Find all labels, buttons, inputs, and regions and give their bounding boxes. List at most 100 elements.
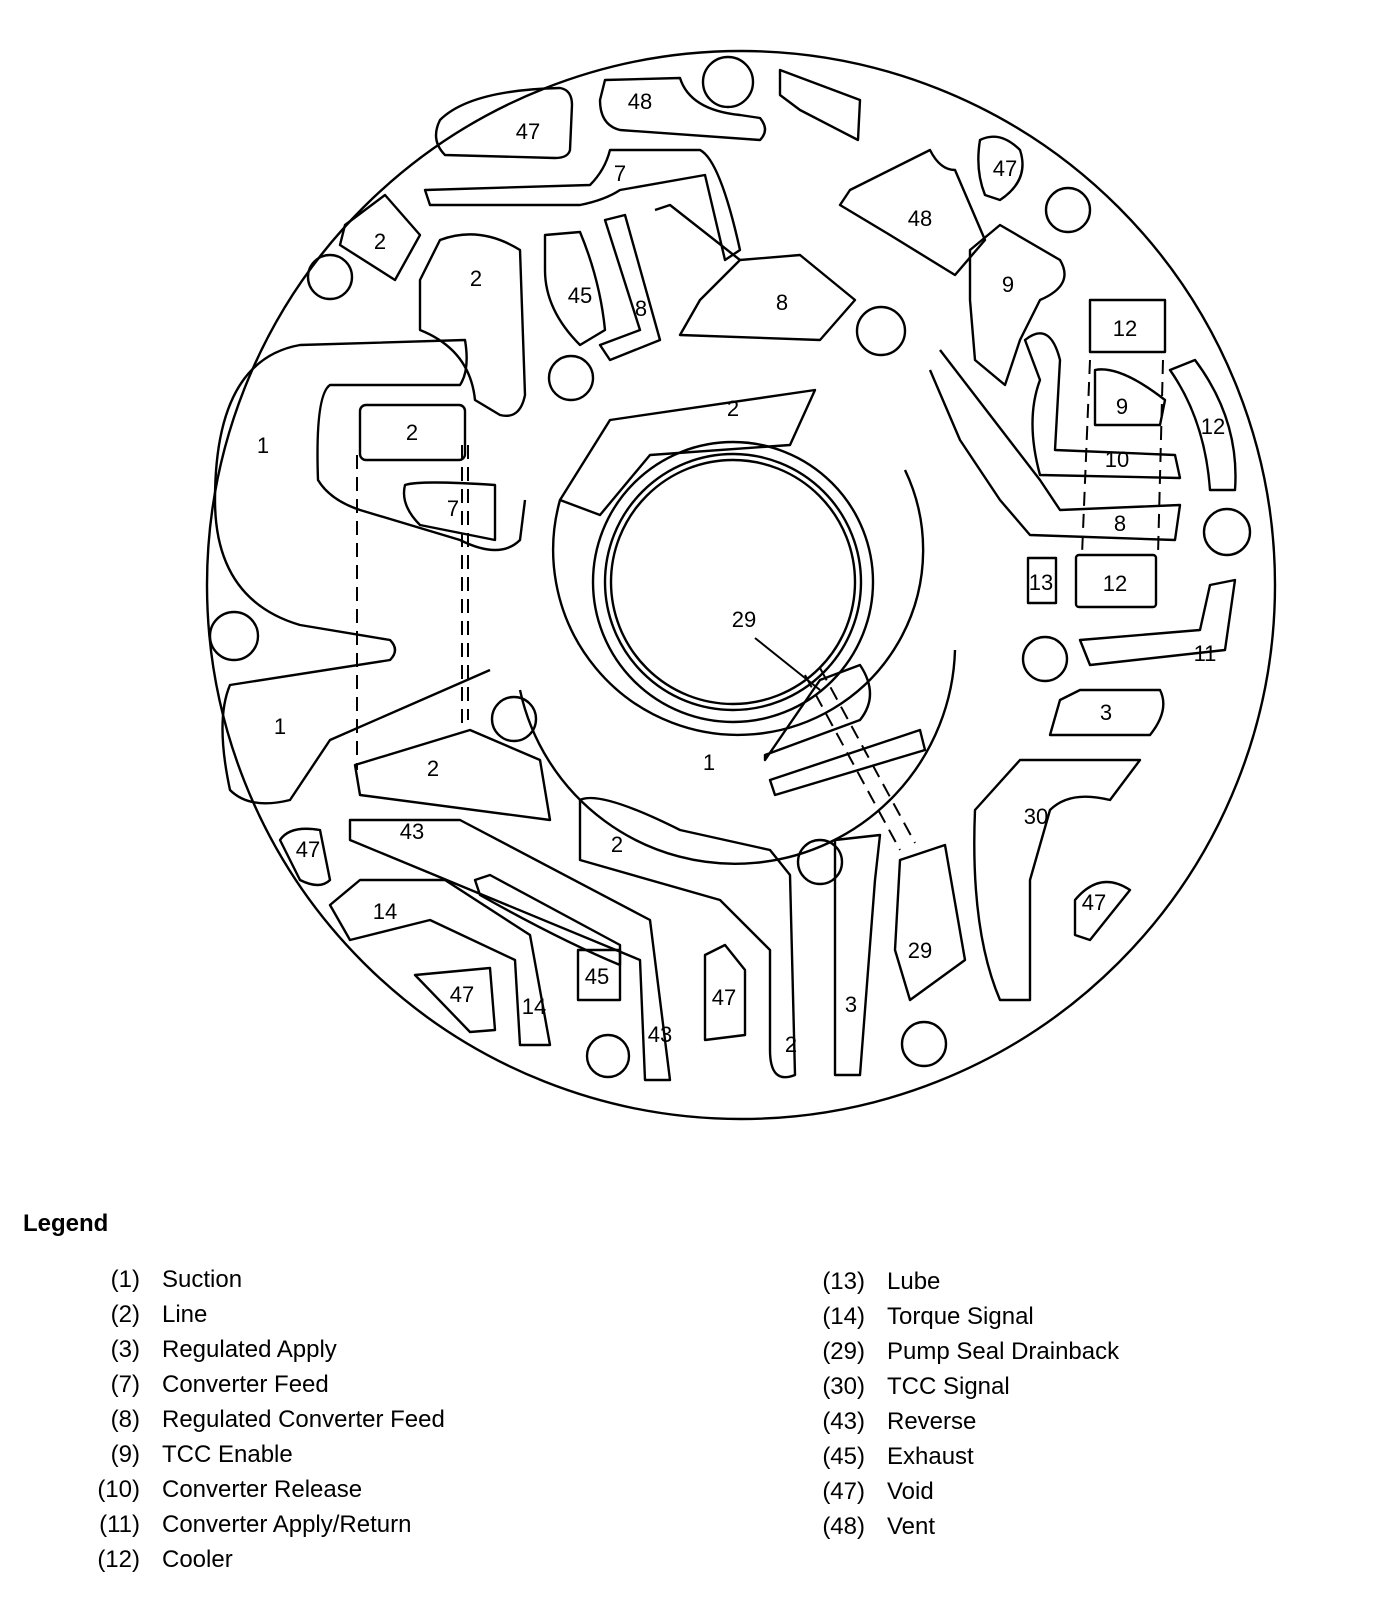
passage-label: 47: [1082, 890, 1106, 915]
legend-number: (48): [822, 1512, 865, 1540]
passage-label: 3: [1100, 700, 1112, 725]
bolt-hole: [547, 354, 595, 402]
bolt-hole: [306, 253, 354, 301]
legend-number: (45): [822, 1442, 865, 1470]
legend-text: TCC Enable: [162, 1440, 293, 1468]
legend-text: Converter Feed: [162, 1370, 329, 1398]
passage-label: 12: [1103, 571, 1127, 596]
passage-label: 12: [1201, 414, 1225, 439]
passage-label: 2: [427, 756, 439, 781]
passage-label: 12: [1113, 316, 1137, 341]
legend-title: Legend: [23, 1210, 109, 1237]
bolt-hole: [855, 305, 907, 357]
legend-text: Regulated Converter Feed: [162, 1405, 445, 1433]
legend-item: (30)TCC Signal: [795, 1369, 1119, 1404]
passage-label: 9: [1002, 272, 1014, 297]
legend-item: (43) Reverse: [795, 1404, 1119, 1439]
passage-label: 45: [568, 283, 592, 308]
bolt-hole: [701, 55, 755, 109]
passage-label: 2: [470, 266, 482, 291]
passage-label: 45: [585, 964, 609, 989]
passage-label: 48: [908, 206, 932, 231]
passage-label: 14: [373, 899, 397, 924]
passage-label: 13: [1029, 570, 1053, 595]
passage-label: 47: [296, 837, 320, 862]
bolt-hole: [208, 610, 260, 662]
legend-item: (12)Cooler: [70, 1542, 445, 1577]
passage-label: 7: [614, 161, 626, 186]
bore-outer: [603, 452, 863, 712]
legend-text: Suction: [162, 1265, 243, 1293]
legend-item: (11) Converter Apply/Return: [70, 1507, 445, 1542]
legend-number: (10): [97, 1475, 140, 1503]
legend-text: Converter Apply/Return: [162, 1510, 412, 1538]
legend-number: (30): [822, 1372, 865, 1400]
legend-text: Reverse: [887, 1407, 977, 1435]
bolt-hole: [1202, 507, 1252, 557]
passage-label: 10: [1105, 447, 1129, 472]
hidden-passage-lines: [356, 359, 1164, 851]
label-29-leader: [754, 637, 821, 691]
legend-number: (7): [110, 1370, 140, 1398]
legend-item: (7) Converter Feed: [70, 1367, 445, 1402]
bore-ring: [591, 440, 875, 724]
legend-number: (1): [110, 1265, 140, 1293]
passage-label: 8: [776, 290, 788, 315]
passage-label: 47: [450, 982, 474, 1007]
legend-number: (11): [99, 1510, 140, 1538]
passage-label: 7: [447, 496, 459, 521]
passage-label: 2: [406, 420, 418, 445]
legend-number: (3): [110, 1335, 140, 1363]
bolt-hole: [900, 1020, 948, 1068]
legend-number: (43): [822, 1407, 865, 1435]
legend-text: Void: [887, 1477, 934, 1505]
legend-number: (8): [110, 1405, 140, 1433]
passage-label: 1: [703, 750, 715, 775]
passage-label: 1: [274, 714, 286, 739]
legend-item: (14) Torque Signal: [795, 1299, 1119, 1334]
bolt-hole: [585, 1033, 631, 1079]
legend-number: (29): [822, 1337, 865, 1365]
passage-label: 9: [1116, 394, 1128, 419]
legend-item: (48)Vent: [795, 1509, 1119, 1544]
legend-text: Regulated Apply: [162, 1335, 337, 1363]
legend-number: (47): [822, 1477, 865, 1505]
legend-text: Line: [162, 1300, 208, 1328]
legend-text: Converter Release: [162, 1475, 363, 1503]
legend-item: (3) Regulated Apply: [70, 1332, 445, 1367]
passage-label: 29: [732, 607, 756, 632]
passages: [213, 68, 1237, 1082]
legend-item: (1) Suction: [70, 1262, 445, 1297]
passage-label: 47: [516, 119, 540, 144]
legend-number: (9): [110, 1440, 140, 1468]
passage-label: 2: [727, 396, 739, 421]
legend-item: (2)Line: [70, 1297, 445, 1332]
bolt-hole: [1021, 635, 1069, 683]
legend-number: (12): [97, 1545, 140, 1573]
bolt-hole: [490, 695, 538, 743]
passage-label: 29: [908, 938, 932, 963]
passage-label: 8: [1114, 511, 1126, 536]
legend-text: Exhaust: [887, 1442, 974, 1470]
legend-text: Torque Signal: [887, 1302, 1034, 1330]
legend-number: (13): [822, 1267, 865, 1295]
passage-label: 1: [257, 433, 269, 458]
legend-right-column: (13)Lube(14)Torque Signal(29)Pump Seal D…: [795, 1264, 1119, 1544]
passage-label: 2: [611, 832, 623, 857]
passage-label: 43: [648, 1022, 672, 1047]
legend-text: Lube: [887, 1267, 941, 1295]
legend-item: (45) Exhaust: [795, 1439, 1119, 1474]
legend-number: (14): [822, 1302, 865, 1330]
legend-item: (13) Lube: [795, 1264, 1119, 1299]
legend-item: (10) Converter Release: [70, 1472, 445, 1507]
legend-item: (47) Void: [795, 1474, 1119, 1509]
passage-label: 8: [635, 296, 647, 321]
inner-ring-channel: [518, 469, 957, 865]
legend-item: (9) TCC Enable: [70, 1437, 445, 1472]
passage-label: 11: [1194, 641, 1217, 666]
bolt-hole: [1044, 186, 1092, 234]
bore-inner: [609, 458, 857, 706]
passage-label: 47: [712, 985, 736, 1010]
pump-outline: [205, 49, 1277, 1121]
passage-label: 43: [400, 819, 424, 844]
